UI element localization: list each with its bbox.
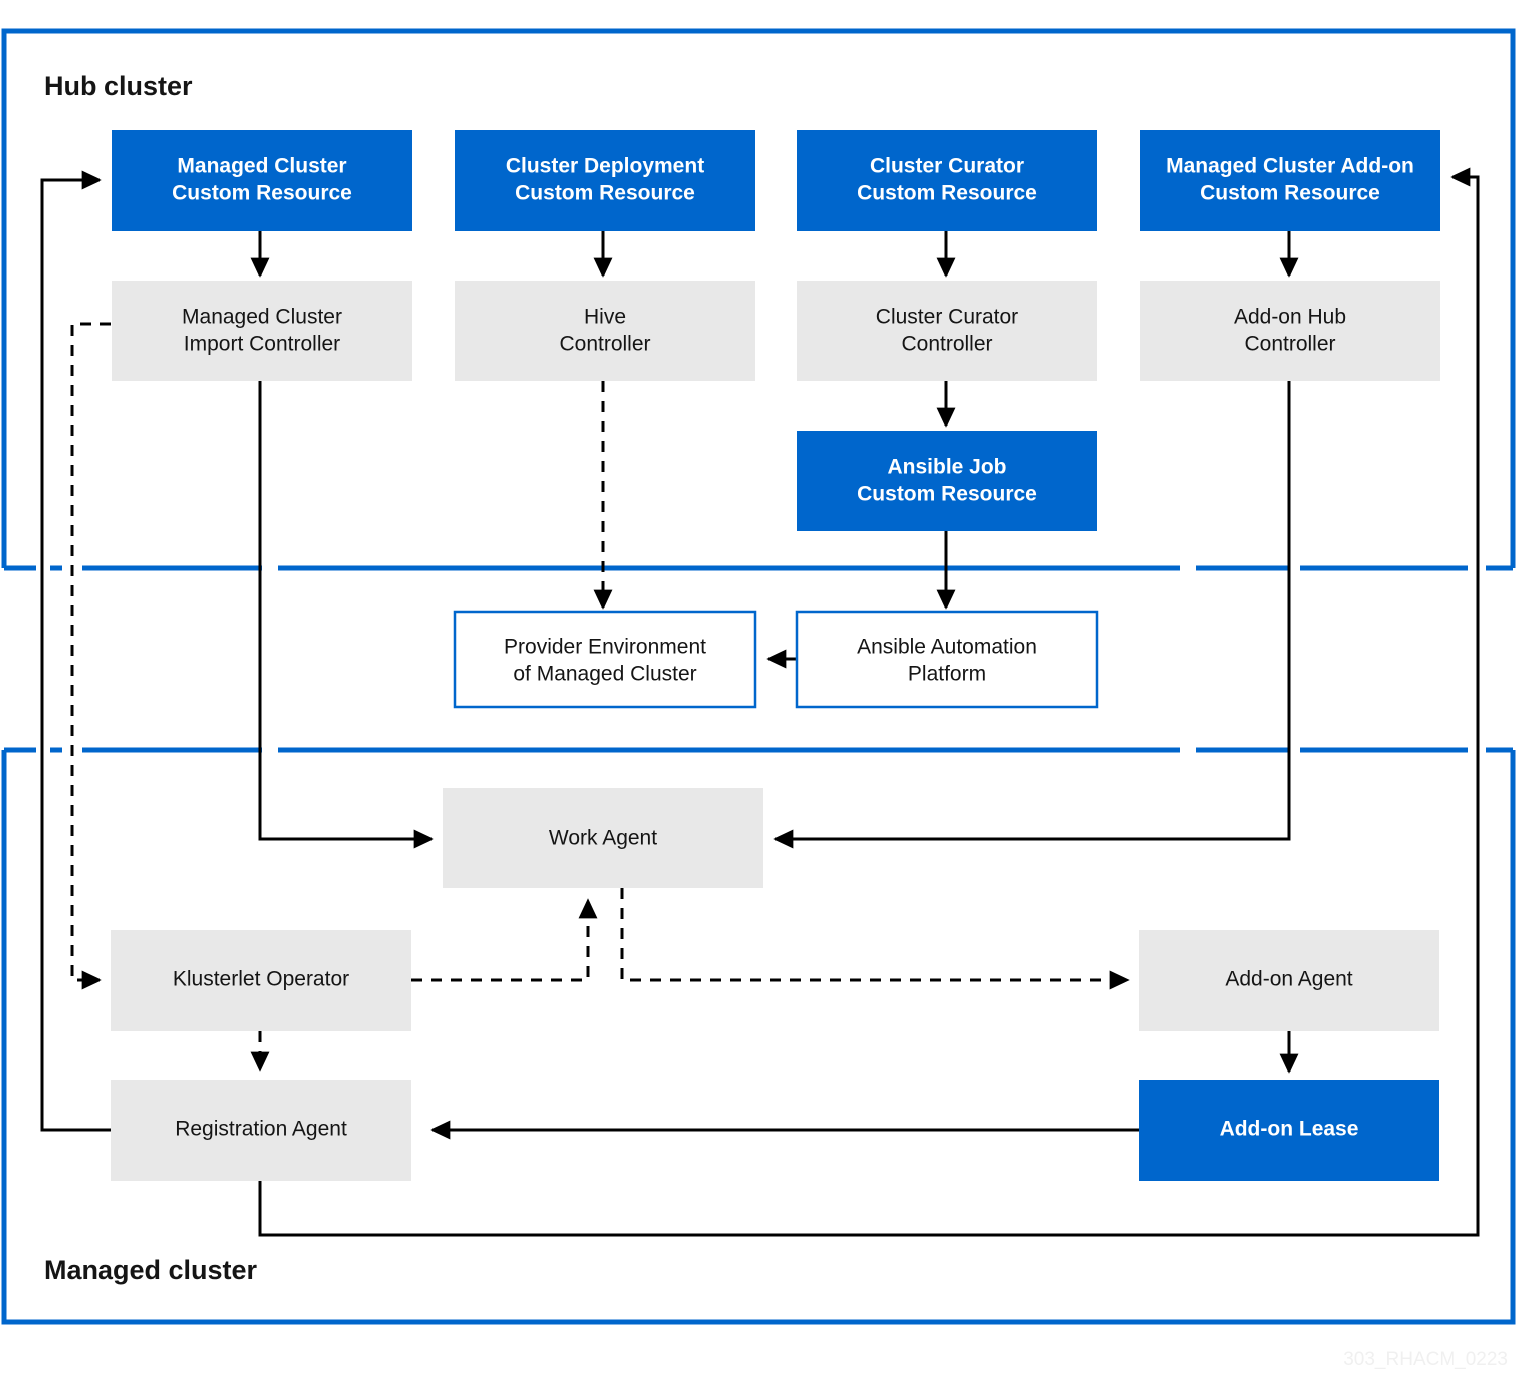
node-addon-hub-controller[interactable]: Add-on Hub Controller: [1140, 281, 1440, 381]
node-label-line2: Custom Resource: [515, 182, 695, 205]
node-label-line1: Ansible Automation: [857, 636, 1037, 659]
node-managed-cluster-cr[interactable]: Managed Cluster Custom Resource: [112, 130, 412, 231]
node-label-line2: Custom Resource: [857, 483, 1037, 506]
node-label-line2: Controller: [901, 333, 992, 356]
node-addon-lease[interactable]: Add-on Lease: [1139, 1080, 1439, 1181]
node-label-line1: Cluster Curator: [870, 155, 1024, 178]
node-label-line2: Custom Resource: [172, 182, 352, 205]
node-ansible-job-cr[interactable]: Ansible Job Custom Resource: [797, 431, 1097, 531]
edge-registration-agent-to-managed-cluster-cr: [40, 170, 111, 1132]
node-label-line2: Import Controller: [184, 333, 340, 356]
node-managed-cluster-import-controller[interactable]: Managed Cluster Import Controller: [112, 281, 412, 381]
node-addon-agent[interactable]: Add-on Agent: [1139, 930, 1439, 1031]
watermark-label: 303_RHACM_0223: [1343, 1349, 1508, 1370]
node-label-line2: Platform: [908, 663, 986, 686]
zone-hub-cluster: Hub cluster: [1, 28, 1516, 571]
hub-cluster-zone-label: Hub cluster: [44, 71, 193, 101]
node-label-line1: Managed Cluster: [182, 306, 342, 329]
node-label-line1: Add-on Agent: [1225, 968, 1352, 991]
node-label-line1: Managed Cluster Add-on: [1166, 155, 1414, 178]
node-label-line1: Work Agent: [549, 827, 657, 850]
managed-cluster-zone-label: Managed cluster: [44, 1255, 258, 1285]
edges-layer: [40, 167, 1480, 1237]
node-cluster-curator-cr[interactable]: Cluster Curator Custom Resource: [797, 130, 1097, 231]
edge-addon-hub-controller-to-work-agent: [773, 381, 1291, 849]
node-hive-controller[interactable]: Hive Controller: [455, 281, 755, 381]
node-label-line1: Cluster Curator: [876, 306, 1018, 329]
node-provider-environment[interactable]: Provider Environment of Managed Cluster: [453, 610, 757, 709]
edge-import-controller-to-work-agent: [258, 381, 434, 849]
node-work-agent[interactable]: Work Agent: [443, 788, 763, 888]
node-label-line1: Registration Agent: [175, 1118, 347, 1141]
node-cluster-curator-controller[interactable]: Cluster Curator Controller: [797, 281, 1097, 381]
node-label-line1: Add-on Hub: [1234, 306, 1346, 329]
edge-work-agent-to-addon-agent: [620, 888, 1130, 990]
zone-managed-cluster: Managed cluster: [1, 747, 1516, 1325]
node-cluster-deployment-cr[interactable]: Cluster Deployment Custom Resource: [455, 130, 755, 231]
node-label-line1: Cluster Deployment: [506, 155, 704, 178]
node-label-line2: Custom Resource: [857, 182, 1037, 205]
edge-registration-agent-to-addon-cr: [258, 167, 1480, 1237]
node-label-line1: Managed Cluster: [177, 155, 346, 178]
node-label-line1: Add-on Lease: [1220, 1118, 1359, 1141]
node-registration-agent[interactable]: Registration Agent: [111, 1080, 411, 1181]
node-managed-cluster-addon-cr[interactable]: Managed Cluster Add-on Custom Resource: [1140, 130, 1440, 231]
node-label-line2: Controller: [1244, 333, 1335, 356]
node-label-line2: Custom Resource: [1200, 182, 1380, 205]
node-label-line2: of Managed Cluster: [513, 663, 696, 686]
node-label-line2: Controller: [559, 333, 650, 356]
edge-klusterlet-operator-to-work-agent: [411, 898, 598, 982]
node-label-line1: Ansible Job: [887, 456, 1006, 479]
node-label-line1: Hive: [584, 306, 626, 329]
node-label-line1: Provider Environment: [504, 636, 706, 659]
edge-import-controller-to-klusterlet-operator: [70, 322, 111, 990]
node-klusterlet-operator[interactable]: Klusterlet Operator: [111, 930, 411, 1031]
node-label-line1: Klusterlet Operator: [173, 968, 349, 991]
node-ansible-automation-platform[interactable]: Ansible Automation Platform: [795, 610, 1099, 709]
